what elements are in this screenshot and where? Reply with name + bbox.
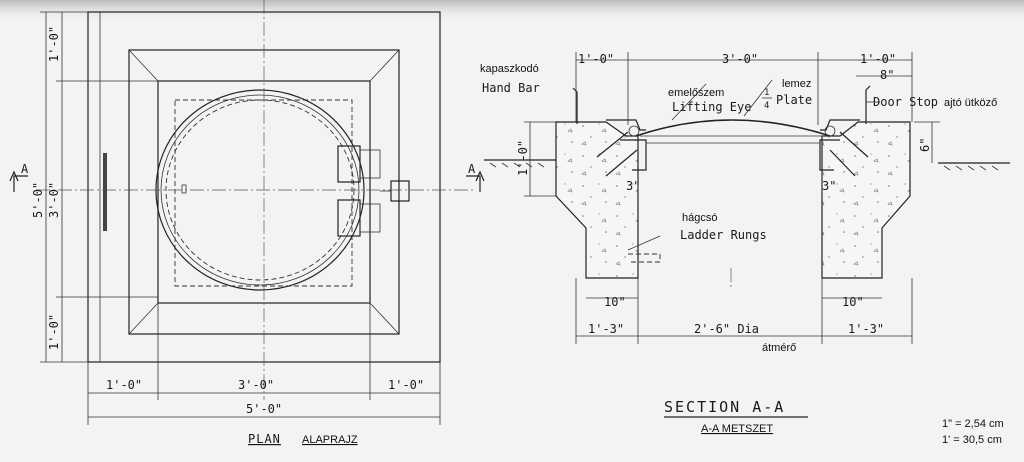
plan-dim-bottom-total: 5'-0": [246, 402, 282, 416]
label-plate-frac-num: 1: [764, 88, 769, 98]
scale-note-inch: 1" = 2,54 cm: [942, 418, 1004, 430]
label-plate: Plate: [776, 93, 812, 107]
scale-note-foot: 1' = 30,5 cm: [942, 434, 1002, 446]
plan-dim-left-3: 1'-0": [47, 314, 61, 350]
section-dim-top-1: 1'-0": [578, 52, 614, 66]
section-dim-top-2: 3'-0": [722, 52, 758, 66]
plan-title-hu: ALAPRAJZ: [302, 434, 358, 446]
section-marker-right: A: [468, 162, 476, 176]
label-lifting-eye-hu: emelőszem: [668, 87, 724, 99]
plan-view: [9, 0, 485, 425]
plan-dim-left-1: 1'-0": [47, 26, 61, 62]
label-lifting-eye: Lifting Eye: [672, 100, 751, 114]
label-ladder: Ladder Rungs: [680, 228, 767, 242]
section-dim-height-right: 6": [918, 138, 932, 152]
plan-dim-bottom-2: 3'-0": [238, 378, 274, 392]
section-dim-bottom-3: 1'-3": [848, 322, 884, 336]
label-dia-hu: átmérő: [762, 342, 796, 354]
section-dim-wall-right: 10": [842, 295, 864, 309]
section-dim-top-4: 8": [880, 68, 894, 82]
section-title-hu: A-A METSZET: [701, 423, 773, 435]
plan-dim-bottom-3: 1'-0": [388, 378, 424, 392]
label-door-stop-hu: ajtó ütköző: [944, 97, 997, 109]
section-dim-bottom-1: 1'-3": [588, 322, 624, 336]
section-dim-top-3: 1'-0": [860, 52, 896, 66]
section-dim-bottom-2: 2'-6" Dia: [694, 322, 759, 336]
label-plate-hu: lemez: [782, 78, 811, 90]
label-door-stop: Door Stop: [873, 95, 938, 109]
plan-dim-bottom-1: 1'-0": [106, 378, 142, 392]
label-plate-frac-den: 4: [764, 101, 769, 111]
label-ladder-hu: hágcsó: [682, 212, 717, 224]
section-dim-height-left: 1'-0": [516, 140, 530, 176]
section-dim-inner-right: 3": [822, 179, 836, 193]
section-title: SECTION A-A: [664, 398, 785, 416]
section-dim-inner-left: 3": [626, 179, 640, 193]
label-hand-bar-hu: kapaszkodó: [480, 63, 539, 75]
section-view: [484, 52, 1010, 344]
plan-dim-left-2: 3'-0": [47, 182, 61, 218]
plan-dim-left-total: 5'-0": [31, 182, 45, 218]
label-hand-bar: Hand Bar: [482, 81, 540, 95]
section-marker-left: A: [21, 162, 29, 176]
plan-title: PLAN: [248, 432, 281, 446]
section-dim-wall-left: 10": [604, 295, 626, 309]
